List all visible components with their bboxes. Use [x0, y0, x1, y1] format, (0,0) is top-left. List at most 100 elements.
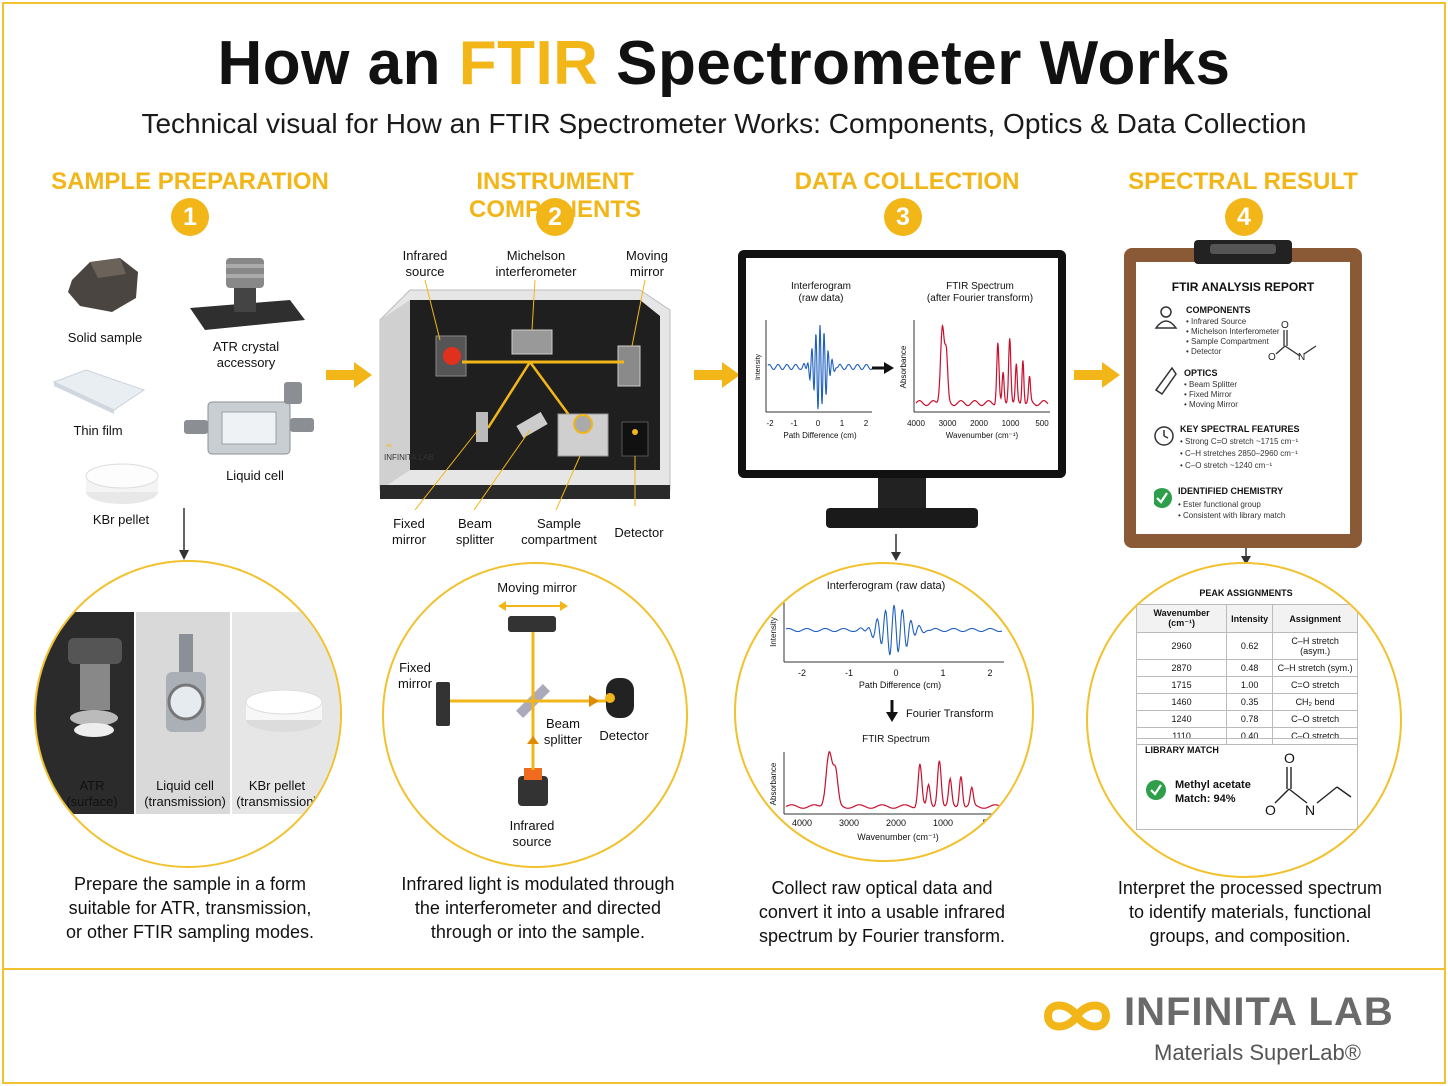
result-down-arrow	[1241, 548, 1251, 565]
report-optics-heading: OPTICS	[1184, 368, 1218, 378]
peaks-header-wavenumber: Wavenumber (cm⁻¹)	[1135, 604, 1228, 633]
step-1-caption-line-3: or other FTIR sampling modes.	[65, 922, 315, 942]
peak-cell: C–O stretch	[1272, 710, 1358, 728]
report-features-heading: KEY SPECTRAL FEATURES	[1180, 424, 1300, 434]
dc-bottom-tick-label: 2000	[886, 818, 906, 828]
report-optics-line-1: • Beam Splitter	[1184, 380, 1238, 389]
monitor-left-title: Interferogram(raw data)	[776, 281, 866, 305]
library-check-icon	[1146, 780, 1166, 800]
thin-film-icon	[52, 369, 146, 414]
dc-bottom-tick-label: 1000	[933, 818, 953, 828]
title-post: Spectrometer Works	[598, 29, 1231, 98]
report-features-line-1: • Strong C=O stretch ~1715 cm⁻¹	[1180, 437, 1299, 446]
data-circle-bottom-title: FTIR Spectrum	[862, 734, 930, 745]
fourier-arrow	[886, 700, 898, 722]
peak-cell: 1460	[1135, 693, 1228, 711]
kbr-pellet-label: KBr pellet	[92, 512, 150, 527]
step-4-caption: Interpret the processed spectrum to iden…	[1090, 876, 1410, 948]
mode-atr-name: ATR	[79, 778, 105, 793]
page-title: How an FTIR Spectrometer Works	[0, 28, 1448, 99]
report-chemistry-heading: IDENTIFIED CHEMISTRY	[1178, 486, 1284, 496]
interferogram-trace	[785, 604, 1003, 656]
peaks-header-row: Wavenumber (cm⁻¹) Intensity Assignment	[1135, 604, 1358, 633]
library-match-title: LIBRARY MATCH	[1145, 745, 1219, 755]
dc-bottom-ylabel: Absorbance	[769, 762, 778, 805]
monitor-transform-arrow	[872, 362, 894, 374]
peak-cell: 0.35	[1226, 693, 1274, 711]
step-4-caption-line-1: Interpret the processed spectrum	[1117, 878, 1383, 898]
sample-objects-illustration	[52, 258, 314, 504]
monitor-left-tick-label: -2	[766, 419, 774, 428]
infinity-icon	[1043, 1001, 1111, 1031]
data-down-arrow	[891, 534, 901, 561]
page-subtitle: Technical visual for How an FTIR Spectro…	[141, 108, 1307, 139]
step-1-heading: SAMPLE PREPARATION	[51, 168, 329, 195]
infinita-lab-logo: INFINITA LAB Materials SuperLab®	[1040, 990, 1400, 1070]
flow-arrow-2	[694, 362, 740, 388]
spectrum-trace	[915, 324, 1049, 407]
michelson-line-1: Michelson	[506, 248, 566, 263]
optics-splitter-line-1: Beam	[546, 716, 580, 731]
instrument-brand: INFINITA LAB	[384, 453, 434, 462]
monitor-right-tick-label: 4000	[907, 419, 925, 428]
peak-cell: 1240	[1135, 710, 1228, 728]
monitor-right-ylabel: Absorbance	[899, 345, 908, 388]
report-components-line-3: • Sample Compartment	[1186, 337, 1269, 346]
monitor-right-title-1: FTIR Spectrum	[946, 281, 1014, 292]
peak-cell: C–H stretch (sym.)	[1272, 659, 1358, 677]
dc-top-tick-label: -1	[845, 668, 853, 678]
peak-cell: 1.00	[1226, 676, 1274, 694]
step-3-caption-line-3: spectrum by Fourier transform.	[758, 926, 1006, 946]
sample-compartment-line-2: compartment	[521, 532, 597, 547]
peak-cell: 0.40	[1226, 727, 1274, 745]
mode-atr-type: (surface)	[66, 794, 118, 809]
sample-modes-photos	[36, 612, 340, 814]
step-4-caption-line-3: groups, and composition.	[1149, 926, 1351, 946]
beam-splitter-line-2: splitter	[455, 532, 495, 547]
report-atom-o: O	[1281, 320, 1289, 331]
peak-cell: 2960	[1135, 632, 1228, 660]
title-pre: How an	[217, 29, 459, 98]
report-chemistry-line-1: • Ester functional group	[1178, 500, 1261, 509]
monitor-left-tick-label: -1	[790, 419, 798, 428]
report-icons: O O N	[1154, 306, 1317, 508]
step-3-caption-line-2: convert it into a usable infrared	[758, 902, 1006, 922]
report-chemistry-line-2: • Consistent with library match	[1178, 511, 1286, 520]
dc-bottom-tick-label: 3000	[839, 818, 859, 828]
report-optics-line-3: • Moving Mirror	[1184, 400, 1238, 409]
data-circle-top-title: Interferogram (raw data)	[826, 580, 946, 592]
peak-cell: C=O stretch	[1272, 676, 1358, 694]
label-detector: Detector	[614, 525, 664, 540]
monitor-right-tick-label: 1000	[1002, 419, 1020, 428]
fixed-mirror-line-1: Fixed	[393, 516, 425, 531]
fixed-mirror-line-2: mirror	[392, 532, 426, 547]
peaks-header-assignment: Assignment	[1272, 604, 1358, 633]
title-accent: FTIR	[458, 29, 599, 98]
dc-top-xlabel: Path Difference (cm)	[859, 680, 941, 690]
monitor-left-tick-label: 1	[840, 419, 845, 428]
report-features-line-2: • C–H stretches 2850–2960 cm⁻¹	[1180, 449, 1298, 458]
logo-tagline: Materials SuperLab®	[1154, 1040, 1361, 1065]
peak-cell: 1110	[1135, 727, 1228, 745]
step-2-caption: Infrared light is modulated through the …	[378, 872, 698, 944]
monitor-left-tick-label: 0	[816, 419, 821, 428]
ftir-instrument-illustration: ∞ INFINITA LAB	[379, 280, 671, 510]
library-match-score: Match: 94%	[1175, 793, 1236, 805]
person-icon	[1154, 306, 1178, 329]
ir-source-line-1: Infrared	[402, 248, 448, 263]
report-atom-n: N	[1298, 352, 1305, 363]
dc-top-tick-label: -2	[798, 668, 806, 678]
step-3-caption: Collect raw optical data and convert it …	[722, 876, 1042, 948]
monitor-right-tick-label: 2000	[970, 419, 988, 428]
